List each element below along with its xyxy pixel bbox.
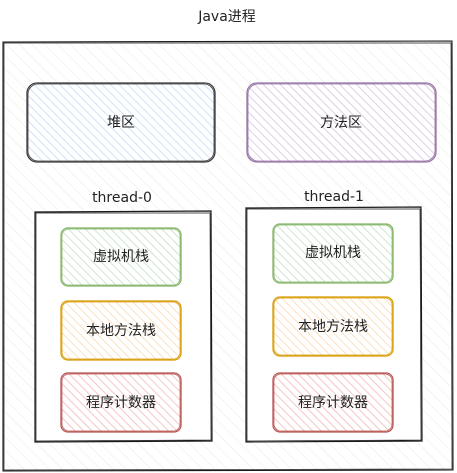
thread-1-native-stack-label: 本地方法栈	[298, 319, 368, 335]
thread-1-pc-register-label: 程序计数器	[298, 395, 368, 411]
heap-box	[26, 82, 216, 163]
method-area-label: 方法区	[320, 115, 362, 131]
thread-0-pc-register-label: 程序计数器	[86, 395, 156, 411]
thread-0-native-stack-box	[60, 300, 182, 361]
process-title: Java进程	[198, 9, 256, 25]
thread-0-vm-stack-box	[60, 227, 182, 287]
thread-1-pc-register-box	[272, 372, 394, 433]
thread-0-vm-stack-label: 虚拟机栈	[93, 249, 149, 265]
thread-1-label: thread-1	[304, 189, 364, 205]
thread-0-label: thread-0	[92, 190, 152, 206]
thread-1-vm-stack-label: 虚拟机栈	[305, 245, 361, 261]
method-area-box	[246, 82, 437, 163]
thread-1-vm-stack-box	[272, 223, 394, 284]
thread-0-native-stack-label: 本地方法栈	[86, 323, 156, 339]
heap-label: 堆区	[107, 115, 135, 131]
thread-1-native-stack-box	[272, 296, 394, 357]
thread-0-pc-register-box	[60, 372, 182, 433]
